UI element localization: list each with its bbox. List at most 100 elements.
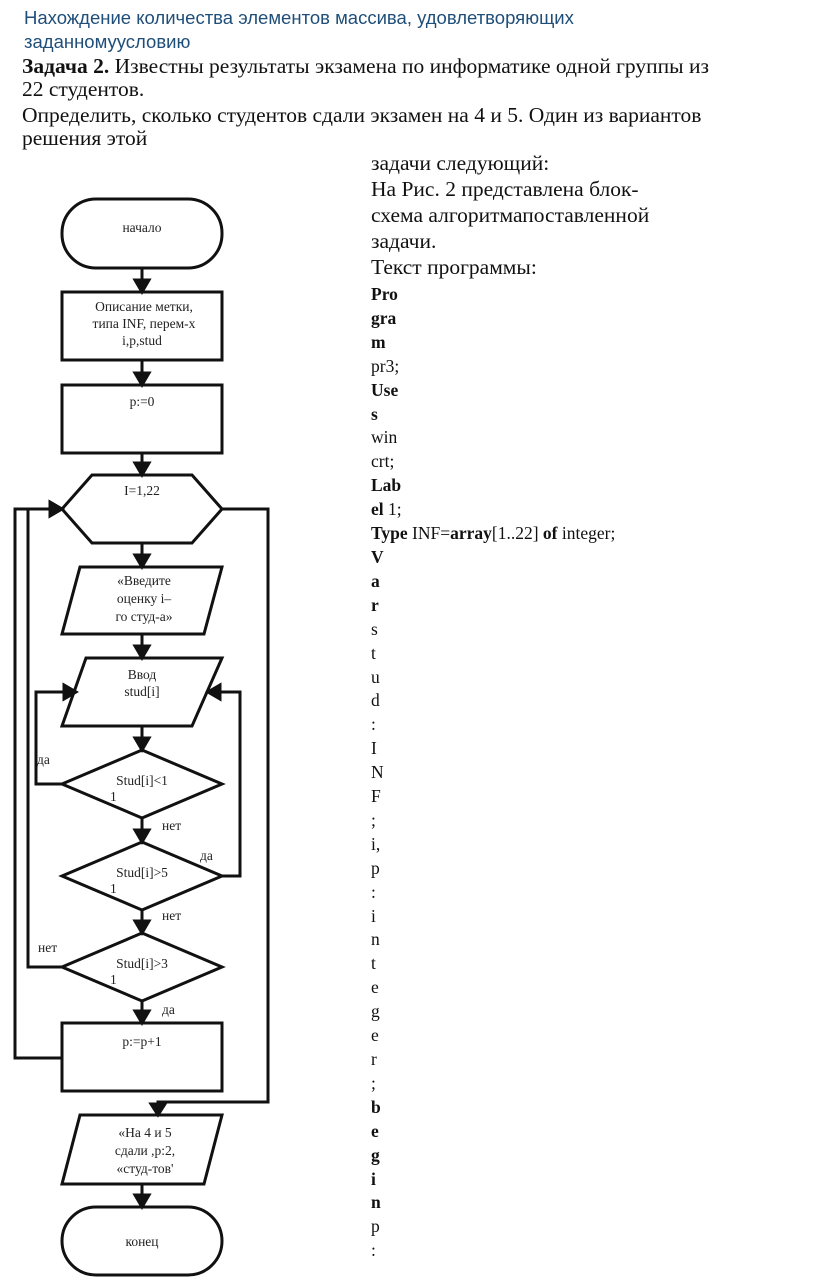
code-line: crt;	[371, 450, 615, 474]
cond2-label: Stud[i]>5	[116, 865, 168, 880]
code-keyword: g	[371, 1144, 380, 1165]
code-keyword: m	[371, 331, 386, 352]
code-keyword: array	[450, 523, 492, 544]
arrowhead	[132, 644, 152, 661]
code-line: r	[371, 1048, 615, 1072]
page-heading: Нахождение количества элементов массива,…	[24, 6, 804, 54]
arrowhead	[205, 682, 222, 702]
code-text: ;	[371, 1072, 376, 1093]
arrowhead	[132, 553, 152, 570]
prompt-label: «Введите	[117, 573, 171, 588]
code-keyword: Lab	[371, 475, 402, 496]
code-line: i	[371, 905, 615, 929]
cond3-label: Stud[i]>3	[116, 956, 168, 971]
code-line: Use	[371, 379, 615, 403]
code-text: :	[371, 1240, 376, 1261]
code-line: e	[371, 1024, 615, 1048]
cond3-no-label: нет	[38, 940, 57, 955]
heading-line-1: Нахождение количества элементов массива,…	[24, 7, 574, 28]
arrowhead	[132, 371, 152, 388]
code-line: e	[371, 976, 615, 1000]
code-text: i,	[371, 833, 381, 854]
arrowhead	[132, 1193, 152, 1210]
code-line: pr3;	[371, 355, 615, 379]
code-line: Type INF=array[1..22] of integer;	[371, 522, 615, 546]
code-keyword: el	[371, 499, 384, 520]
task-text-1: Известны результаты экзамена по информат…	[109, 54, 709, 78]
code-text: u	[371, 666, 380, 687]
code-line: N	[371, 761, 615, 785]
code-text: crt;	[371, 451, 395, 472]
code-keyword: e	[371, 1120, 379, 1141]
output-label: сдали ,p:2,	[115, 1143, 175, 1158]
code-text: n	[371, 929, 380, 950]
code-line: b	[371, 1096, 615, 1120]
end-label: конец	[125, 1234, 158, 1249]
code-text: r	[371, 1049, 377, 1069]
code-line: Lab	[371, 474, 615, 498]
code-keyword: a	[371, 570, 380, 591]
code-text: I	[371, 738, 377, 759]
code-line: :	[371, 881, 615, 905]
description: задачи следующий: На Рис. 2 представлена…	[371, 150, 649, 280]
code-line: :	[371, 713, 615, 737]
code-line: t	[371, 642, 615, 666]
output-label: «студ-тов'	[116, 1161, 173, 1176]
code-line: n	[371, 928, 615, 952]
input-parallelogram	[59, 656, 225, 728]
cond2-no-label: нет	[162, 908, 181, 923]
cond1-yes-label: да	[37, 752, 50, 767]
code-line: g	[371, 1000, 615, 1024]
loop-return-line	[13, 507, 62, 1060]
arrowhead	[132, 461, 152, 478]
code-line: n	[371, 1191, 615, 1215]
code-line: Pro	[371, 283, 615, 307]
prompt-label: оценку i–	[117, 591, 171, 606]
code-line: gra	[371, 307, 615, 331]
cond1-yes-line	[34, 690, 68, 786]
code-keyword: of	[542, 523, 558, 544]
task-text-4: решения этой	[22, 126, 148, 150]
description-line: схема алгоритмапоставленной	[371, 203, 650, 227]
code-line: u	[371, 666, 615, 690]
code-line: ;	[371, 1072, 615, 1096]
code-text: p	[371, 1216, 380, 1237]
code-keyword: Pro	[371, 284, 398, 304]
code-text: :	[371, 714, 376, 735]
code-keyword: gra	[371, 307, 397, 328]
code-text: INF=	[407, 523, 451, 544]
code-line: p	[371, 857, 615, 881]
code-keyword: b	[371, 1096, 381, 1117]
code-line: r	[371, 594, 615, 618]
init-label: p:=0	[130, 394, 155, 409]
code-text: ;	[371, 809, 376, 830]
arrowhead	[132, 1009, 152, 1026]
arrowhead	[62, 682, 79, 702]
code-text: pr3;	[371, 355, 400, 376]
code-line: a	[371, 570, 615, 594]
code-text: e	[371, 1025, 379, 1046]
cond2-yes-label: да	[200, 848, 213, 863]
code-keyword: Use	[371, 379, 399, 400]
code-line: t	[371, 952, 615, 976]
increment-box	[60, 1021, 224, 1093]
cond3-label-cont: 1	[110, 972, 117, 987]
cond2-label-cont: 1	[110, 881, 117, 896]
declare-label: Описание метки,	[95, 299, 193, 314]
description-line: Текст программы:	[371, 255, 537, 279]
output-parallelogram	[60, 1113, 224, 1186]
task-text-3: Определить, сколько студентов сдали экза…	[22, 103, 702, 127]
code-keyword: s	[371, 403, 378, 424]
code-line: ;	[371, 809, 615, 833]
code-keyword: r	[371, 594, 379, 615]
prompt-label: го студ-а»	[115, 609, 172, 624]
input-label: stud[i]	[124, 684, 159, 699]
code-text: win	[371, 427, 398, 448]
arrowhead	[48, 499, 65, 519]
code-line: i	[371, 1168, 615, 1192]
code-text: [1..22]	[491, 523, 543, 544]
code-line: p	[371, 1215, 615, 1239]
code-keyword: V	[371, 546, 384, 567]
code-text: F	[371, 786, 381, 807]
